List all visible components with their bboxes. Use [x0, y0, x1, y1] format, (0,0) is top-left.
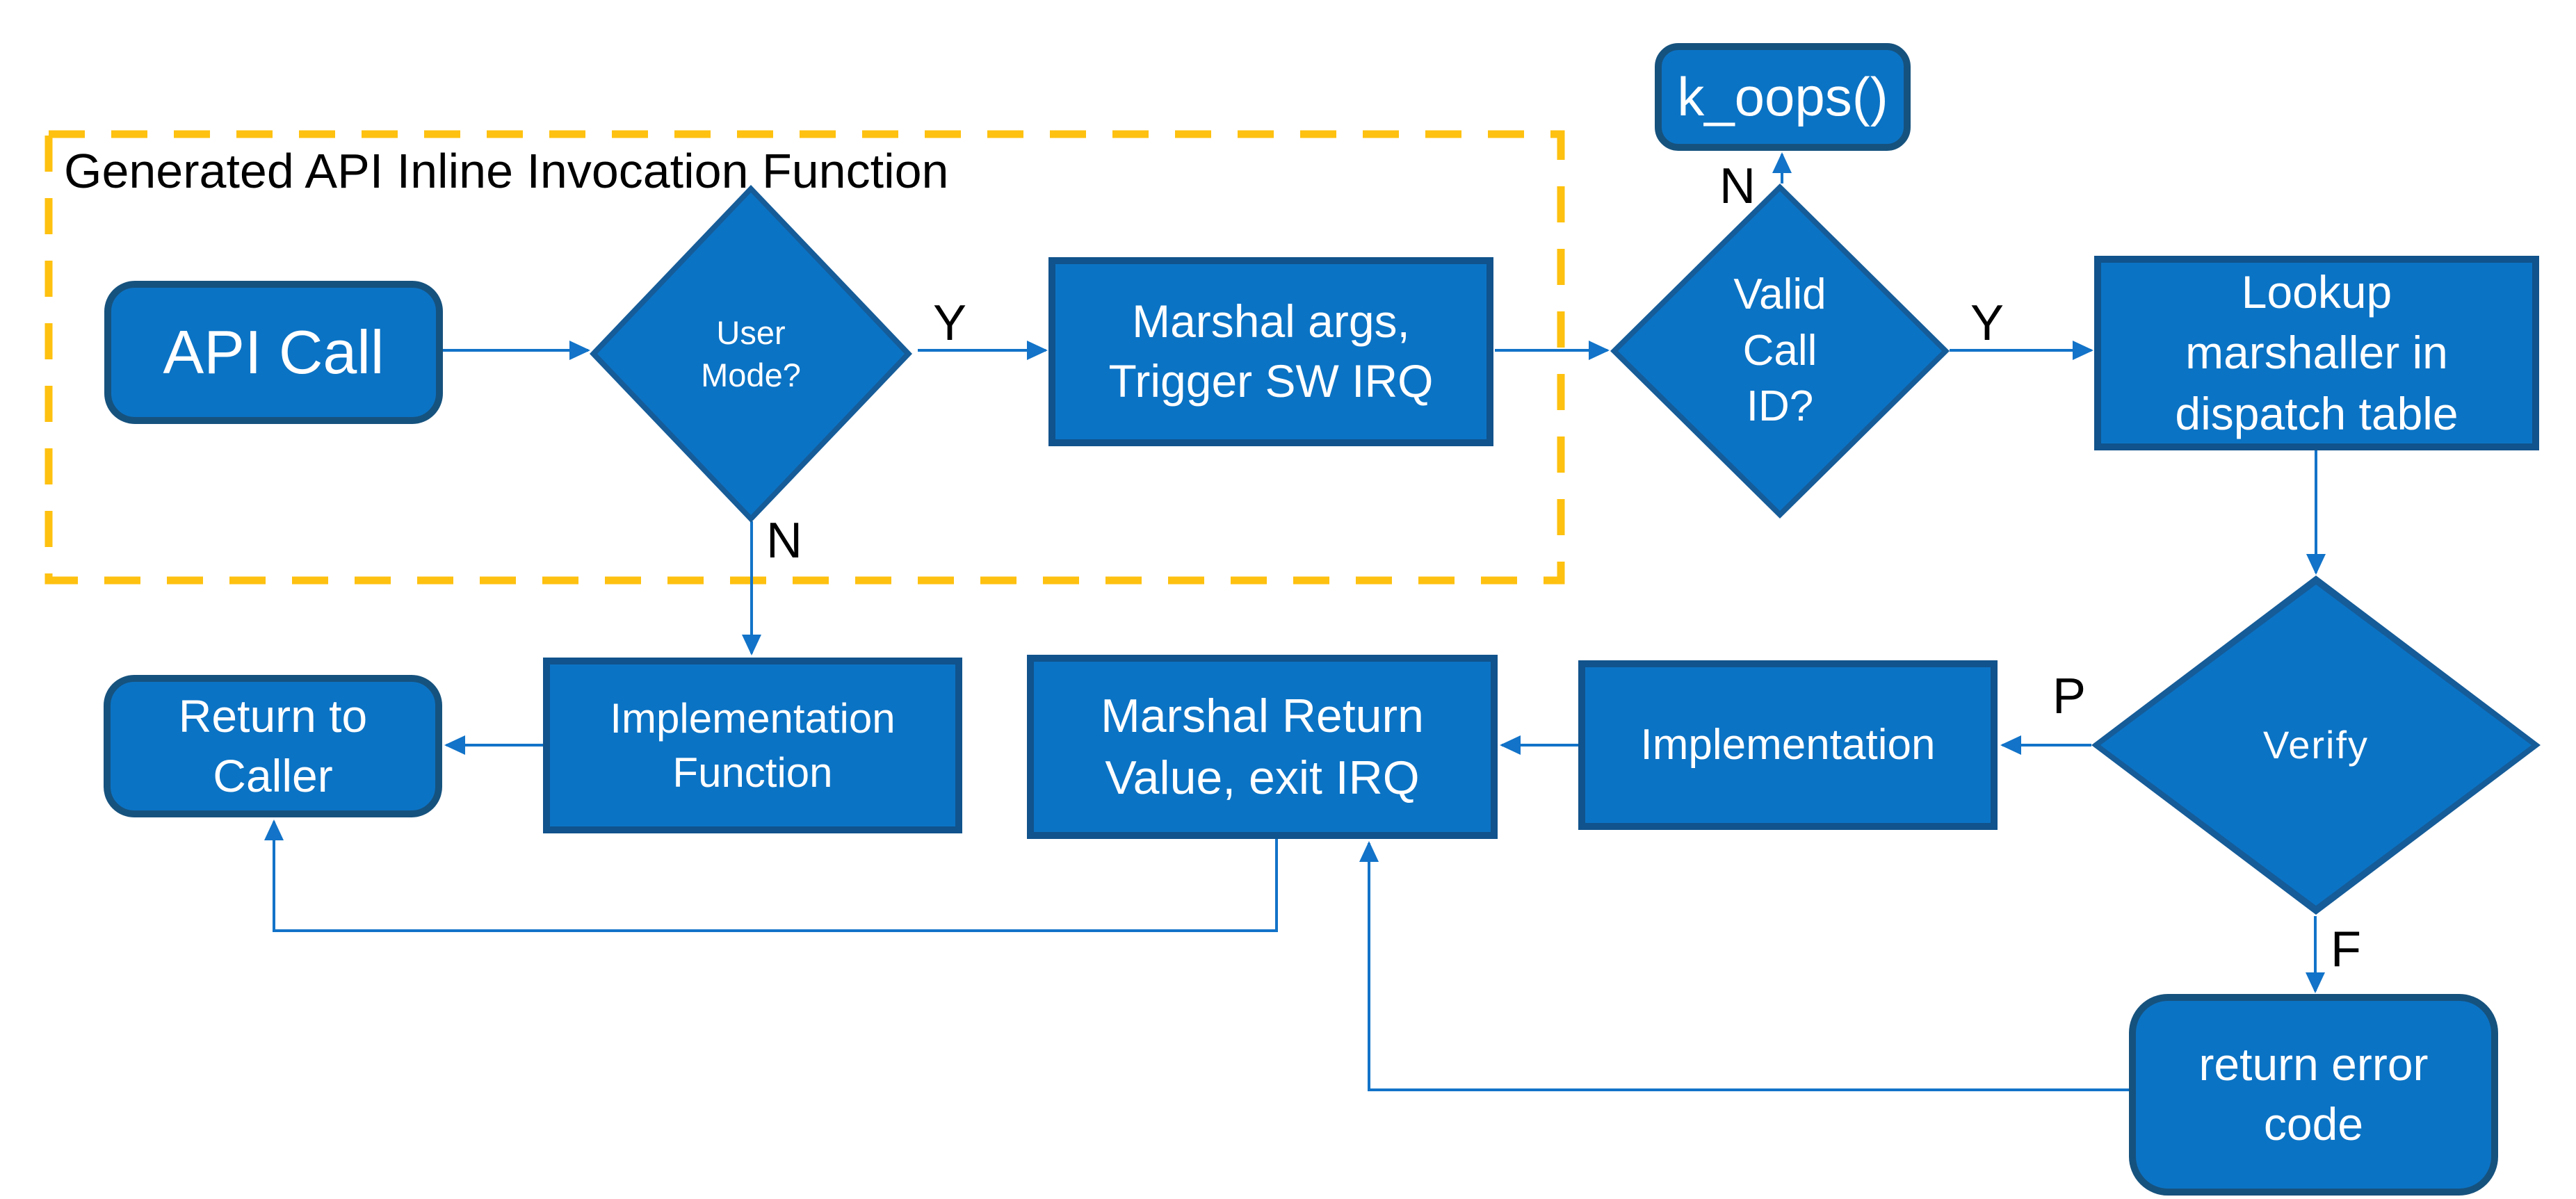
node-marshal-args: Marshal args, Trigger SW IRQ: [1048, 257, 1493, 446]
edge-returnerror-to-marshalreturn: [1359, 841, 2129, 1091]
edge-label-usermode-yes: Y: [933, 295, 967, 351]
node-api-call: API Call: [104, 281, 443, 424]
node-marshal-return: Marshal Return Value, exit IRQ: [1027, 655, 1498, 839]
edge-label-verify-pass: P: [2052, 669, 2087, 724]
edge-label-validid-yes: Y: [1970, 295, 2004, 351]
node-implementation: Implementation: [1578, 660, 1998, 830]
group-title: Generated API Inline Invocation Function: [64, 144, 949, 198]
node-return-to-caller: Return to Caller: [104, 675, 442, 817]
node-return-error-code: return error code: [2129, 994, 2498, 1196]
node-user-mode-label: User Mode?: [701, 313, 801, 393]
edge-label-verify-fail: F: [2331, 922, 2361, 977]
node-k-oops: k_oops(): [1655, 43, 1911, 151]
node-implementation-function: Implementation Function: [543, 658, 962, 833]
edge-label-validid-no: N: [1719, 158, 1756, 214]
group-dashed-border: [44, 130, 1565, 585]
node-valid-call-id-label: Valid Call ID?: [1733, 270, 1826, 431]
edge-marshalreturn-to-returntocaller: [264, 819, 1278, 932]
node-lookup-marshaller: Lookup marshaller in dispatch table: [2094, 256, 2539, 450]
edge-label-usermode-no: N: [766, 513, 802, 569]
node-verify-label: Verify: [2262, 722, 2370, 767]
